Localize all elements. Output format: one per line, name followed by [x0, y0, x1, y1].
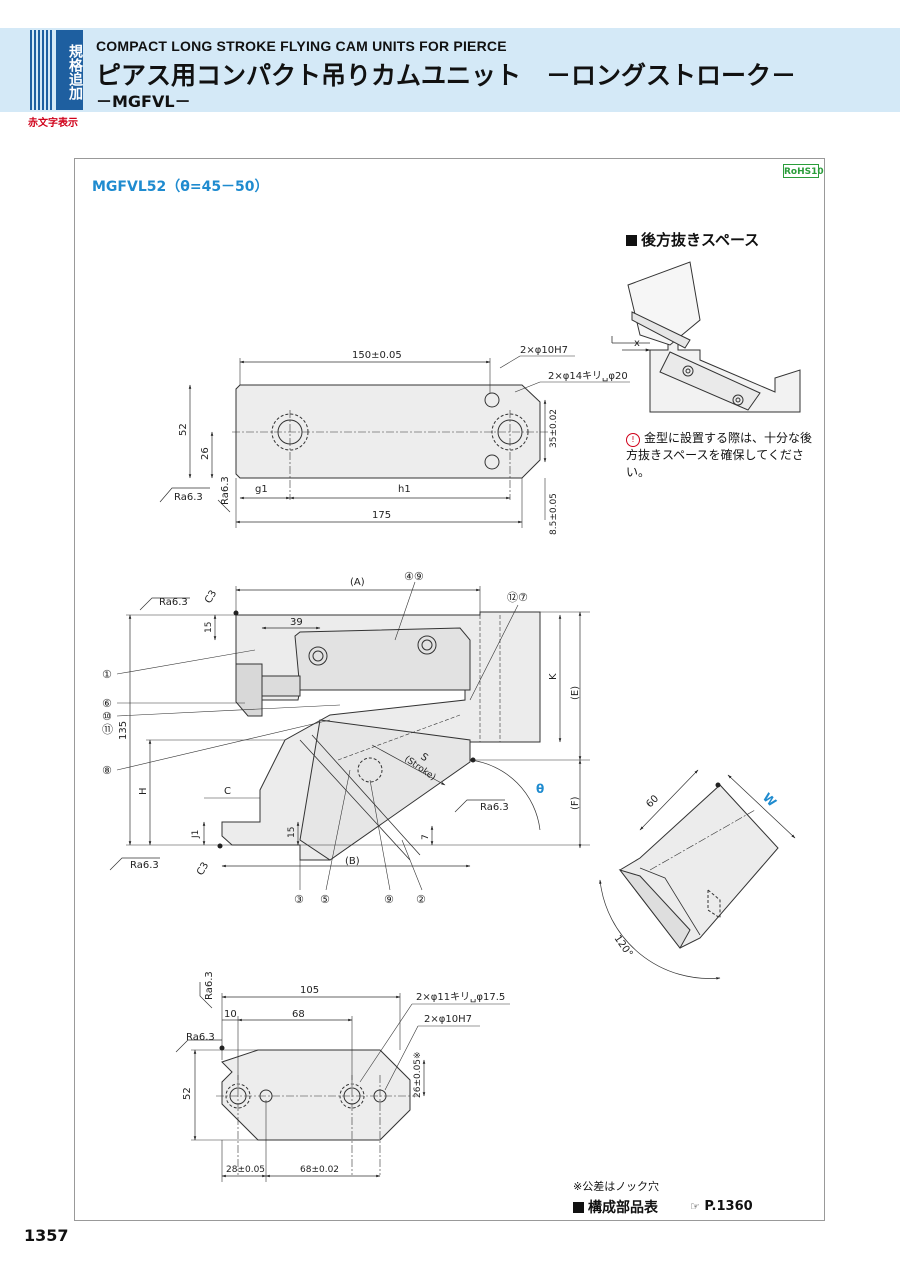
header-stripes: [30, 30, 54, 110]
back-space-title-text: 後方抜きスペース: [641, 231, 760, 249]
top-dim-52: 52: [178, 423, 189, 436]
callout-6: ⑥: [102, 697, 112, 710]
bottom-dim-10: 10: [224, 1009, 237, 1020]
subtitle-en: COMPACT LONG STROKE FLYING CAM UNITS FOR…: [96, 38, 507, 54]
callout-8: ⑧: [102, 764, 112, 777]
square-bullet-icon: [573, 1202, 584, 1213]
back-space-diagram: [611, 261, 801, 413]
bottom-dim-28: 28±0.05: [226, 1165, 265, 1175]
page-reference-link[interactable]: ☞ P.1360: [690, 1199, 753, 1214]
reference-arrow-icon: ☞: [690, 1200, 700, 1213]
bottom-ra-h: Ra6.3: [186, 1032, 215, 1043]
callout-1: ①: [102, 668, 112, 681]
bottom-hole-11: 2×φ11キリ␣φ17.5: [416, 992, 505, 1003]
model-label: MGFVL52（θ=45－50）: [92, 179, 269, 195]
bottom-hole-10: 2×φ10H7: [424, 1014, 472, 1025]
front-dim-B: (B): [345, 856, 360, 867]
front-dim-F: (F): [570, 796, 581, 810]
bottom-dim-68b: 68±0.02: [300, 1165, 339, 1175]
back-x-label: x: [634, 338, 640, 349]
side-dim-W: W: [760, 790, 779, 809]
front-c3-bottom: C3: [195, 860, 211, 877]
front-dim-15a: 15: [204, 622, 214, 633]
back-space-notice: !金型に設置する際は、十分な後方抜きスペースを確保してください。: [626, 430, 816, 481]
callout-3: ③: [294, 893, 304, 906]
tolerance-note: ※公差はノック穴: [573, 1180, 659, 1193]
front-dim-7: 7: [421, 834, 431, 840]
front-ra-3: Ra6.3: [480, 802, 509, 813]
page-number: 1357: [24, 1226, 69, 1245]
top-dim-26: 26: [200, 447, 211, 460]
front-dim-C: C: [224, 786, 231, 797]
notice-text: 金型に設置する際は、十分な後方抜きスペースを確保してください。: [626, 431, 813, 479]
front-theta: θ: [536, 782, 544, 796]
callout-2: ②: [416, 893, 426, 906]
side-point: [715, 782, 721, 788]
front-dim-A: (A): [350, 577, 365, 588]
front-dim-39: 39: [290, 617, 303, 628]
page-ref-text: P.1360: [704, 1199, 753, 1214]
bottom-dim-26: 26±0.05※: [413, 1051, 423, 1098]
top-dim-175: 175: [372, 510, 391, 521]
drawing-frame: [74, 158, 825, 1221]
bottom-ra-v: Ra6.3: [204, 971, 215, 1000]
front-view-points: [217, 610, 476, 849]
top-hole-14: 2×φ14キリ␣φ20: [548, 371, 628, 382]
front-dim-S: S: [418, 751, 430, 764]
square-bullet-icon: [626, 235, 637, 246]
top-view-plate: [159, 355, 630, 528]
top-ra-v: Ra6.3: [220, 476, 231, 505]
bottom-dim-105: 105: [300, 985, 319, 996]
top-dim-150: 150±0.05: [352, 350, 402, 361]
callout-4-9: ④⑨: [404, 570, 424, 583]
top-h1: h1: [398, 484, 411, 495]
bottom-dim-52: 52: [182, 1087, 193, 1100]
header-band: [0, 28, 900, 112]
bottom-dim-68: 68: [292, 1009, 305, 1020]
bottom-point: [219, 1045, 225, 1051]
bottom-view-plate: [175, 982, 510, 1182]
callout-5: ⑤: [320, 893, 330, 906]
front-view: [109, 581, 590, 891]
front-dim-K: K: [548, 673, 559, 680]
back-space-title: 後方抜きスペース: [626, 229, 759, 250]
front-ra-2: Ra6.3: [130, 860, 159, 871]
front-dim-H: H: [138, 787, 149, 795]
top-g1: g1: [255, 484, 268, 495]
top-dim-8-5: 8.5±0.05: [549, 493, 559, 535]
top-ra: Ra6.3: [174, 492, 203, 503]
front-dim-E: (E): [570, 686, 581, 700]
callout-9: ⑨: [384, 893, 394, 906]
top-dim-35: 35±0.02: [549, 409, 559, 448]
callout-12-7: ⑫⑦: [507, 591, 528, 604]
callout-11: ⑪: [102, 723, 113, 736]
front-dim-15b: 15: [287, 827, 297, 838]
badge-note: 赤文字表示: [28, 118, 78, 129]
side-view: [599, 769, 796, 980]
top-hole-10: 2×φ10H7: [520, 345, 568, 356]
parts-table-heading: 構成部品表: [573, 1197, 658, 1217]
rohs-badge: RoHS10: [783, 164, 824, 178]
side-angle: 120°: [612, 933, 635, 959]
front-c3-top: C3: [203, 588, 219, 605]
model-series: －MGFVL－: [96, 92, 191, 111]
page-title: ピアス用コンパクト吊りカムユニット －ロングストローク－: [96, 61, 797, 90]
badge-spec-added: 規格追加: [56, 30, 83, 110]
front-ra-1: Ra6.3: [159, 597, 188, 608]
side-dim-60: 60: [644, 793, 661, 810]
front-dim-135: 135: [118, 721, 129, 740]
parts-table-text: 構成部品表: [588, 1200, 658, 1216]
front-dim-J1: J1: [191, 830, 201, 839]
callout-10: ⑩: [102, 710, 112, 723]
